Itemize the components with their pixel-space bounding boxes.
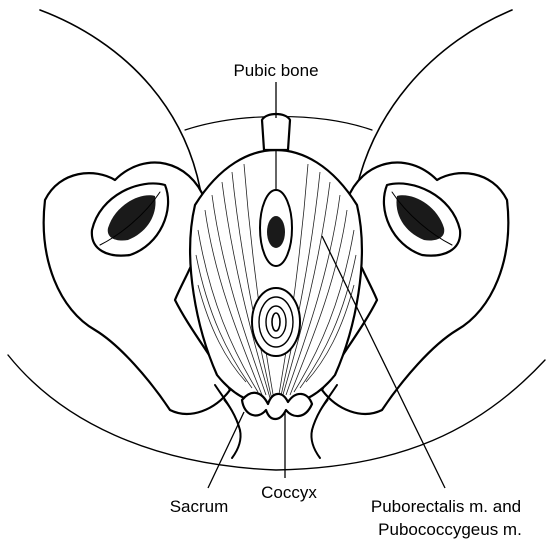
pubic-bone-label: Pubic bone xyxy=(233,61,318,80)
puborectalis-label-line2: Pubococcygeus m. xyxy=(378,520,522,539)
pelvic-floor-muscle xyxy=(190,145,362,405)
sacrum-leader xyxy=(208,412,244,488)
urogenital-opening xyxy=(260,190,292,266)
sacrum-label: Sacrum xyxy=(170,497,229,516)
puborectalis-label-line1: Puborectalis m. and xyxy=(371,497,521,516)
coccyx-bone xyxy=(242,393,312,419)
coccyx-label: Coccyx xyxy=(261,483,317,502)
anal-canal xyxy=(252,288,300,356)
pubic-symphysis xyxy=(262,114,290,150)
